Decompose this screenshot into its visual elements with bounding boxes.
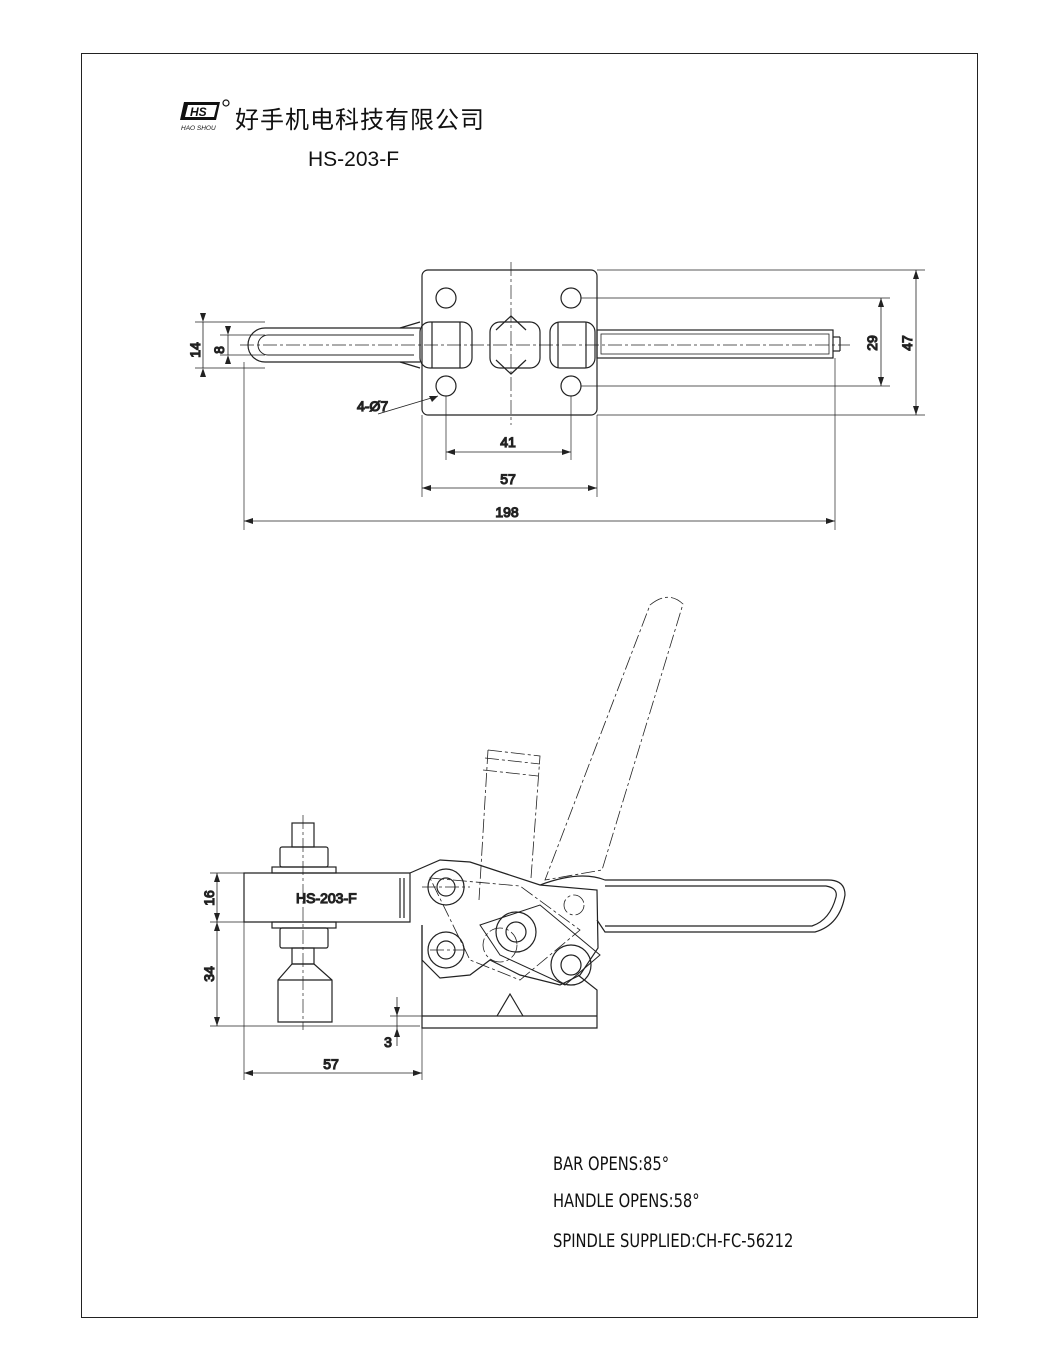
company-name: 好手机电科技有限公司 — [235, 106, 485, 134]
open-position-phantom — [429, 596, 684, 981]
haoshou-logo: HS HAO SHOU — [180, 99, 230, 132]
dim-16: 16 — [201, 890, 217, 906]
dim-198: 198 — [495, 504, 519, 520]
side-handle — [539, 875, 846, 933]
top-view: 14 8 29 47 41 57 198 4-Ø7 — [186, 262, 925, 530]
dim-57-top: 57 — [500, 471, 516, 487]
dim-57-side: 57 — [323, 1056, 339, 1072]
base-plate — [421, 269, 598, 416]
dim-8: 8 — [211, 346, 227, 354]
logo-subtext: HAO SHOU — [181, 125, 216, 132]
spec-bar-opens: BAR OPENS:85° — [553, 1153, 670, 1175]
drawing-frame — [81, 53, 978, 1318]
spec-spindle: SPINDLE SUPPLIED:CH-FC-56212 — [553, 1230, 794, 1252]
dim-41: 41 — [500, 434, 516, 450]
side-view: 16 34 3 57 HS-203-F — [200, 596, 846, 1080]
arm-label: HS-203-F — [296, 890, 357, 906]
logo-text: HS — [190, 105, 207, 119]
dim-34: 34 — [201, 966, 217, 982]
mount-hole — [560, 375, 582, 397]
dim-14: 14 — [187, 342, 203, 358]
dim-holes: 4-Ø7 — [357, 398, 388, 414]
mount-hole — [435, 287, 457, 309]
hold-down-arm — [243, 872, 411, 923]
dim-3: 3 — [384, 1034, 392, 1050]
mount-hole — [435, 375, 457, 397]
body-plate — [409, 859, 599, 986]
dim-47: 47 — [899, 335, 915, 351]
side-base — [421, 925, 598, 1029]
spindle-tip — [277, 963, 333, 1023]
dim-29: 29 — [864, 335, 880, 351]
model-number: HS-203-F — [308, 148, 400, 171]
spec-handle-opens: HANDLE OPENS:58° — [553, 1190, 700, 1212]
handle-grip — [596, 329, 834, 359]
mount-hole — [560, 287, 582, 309]
